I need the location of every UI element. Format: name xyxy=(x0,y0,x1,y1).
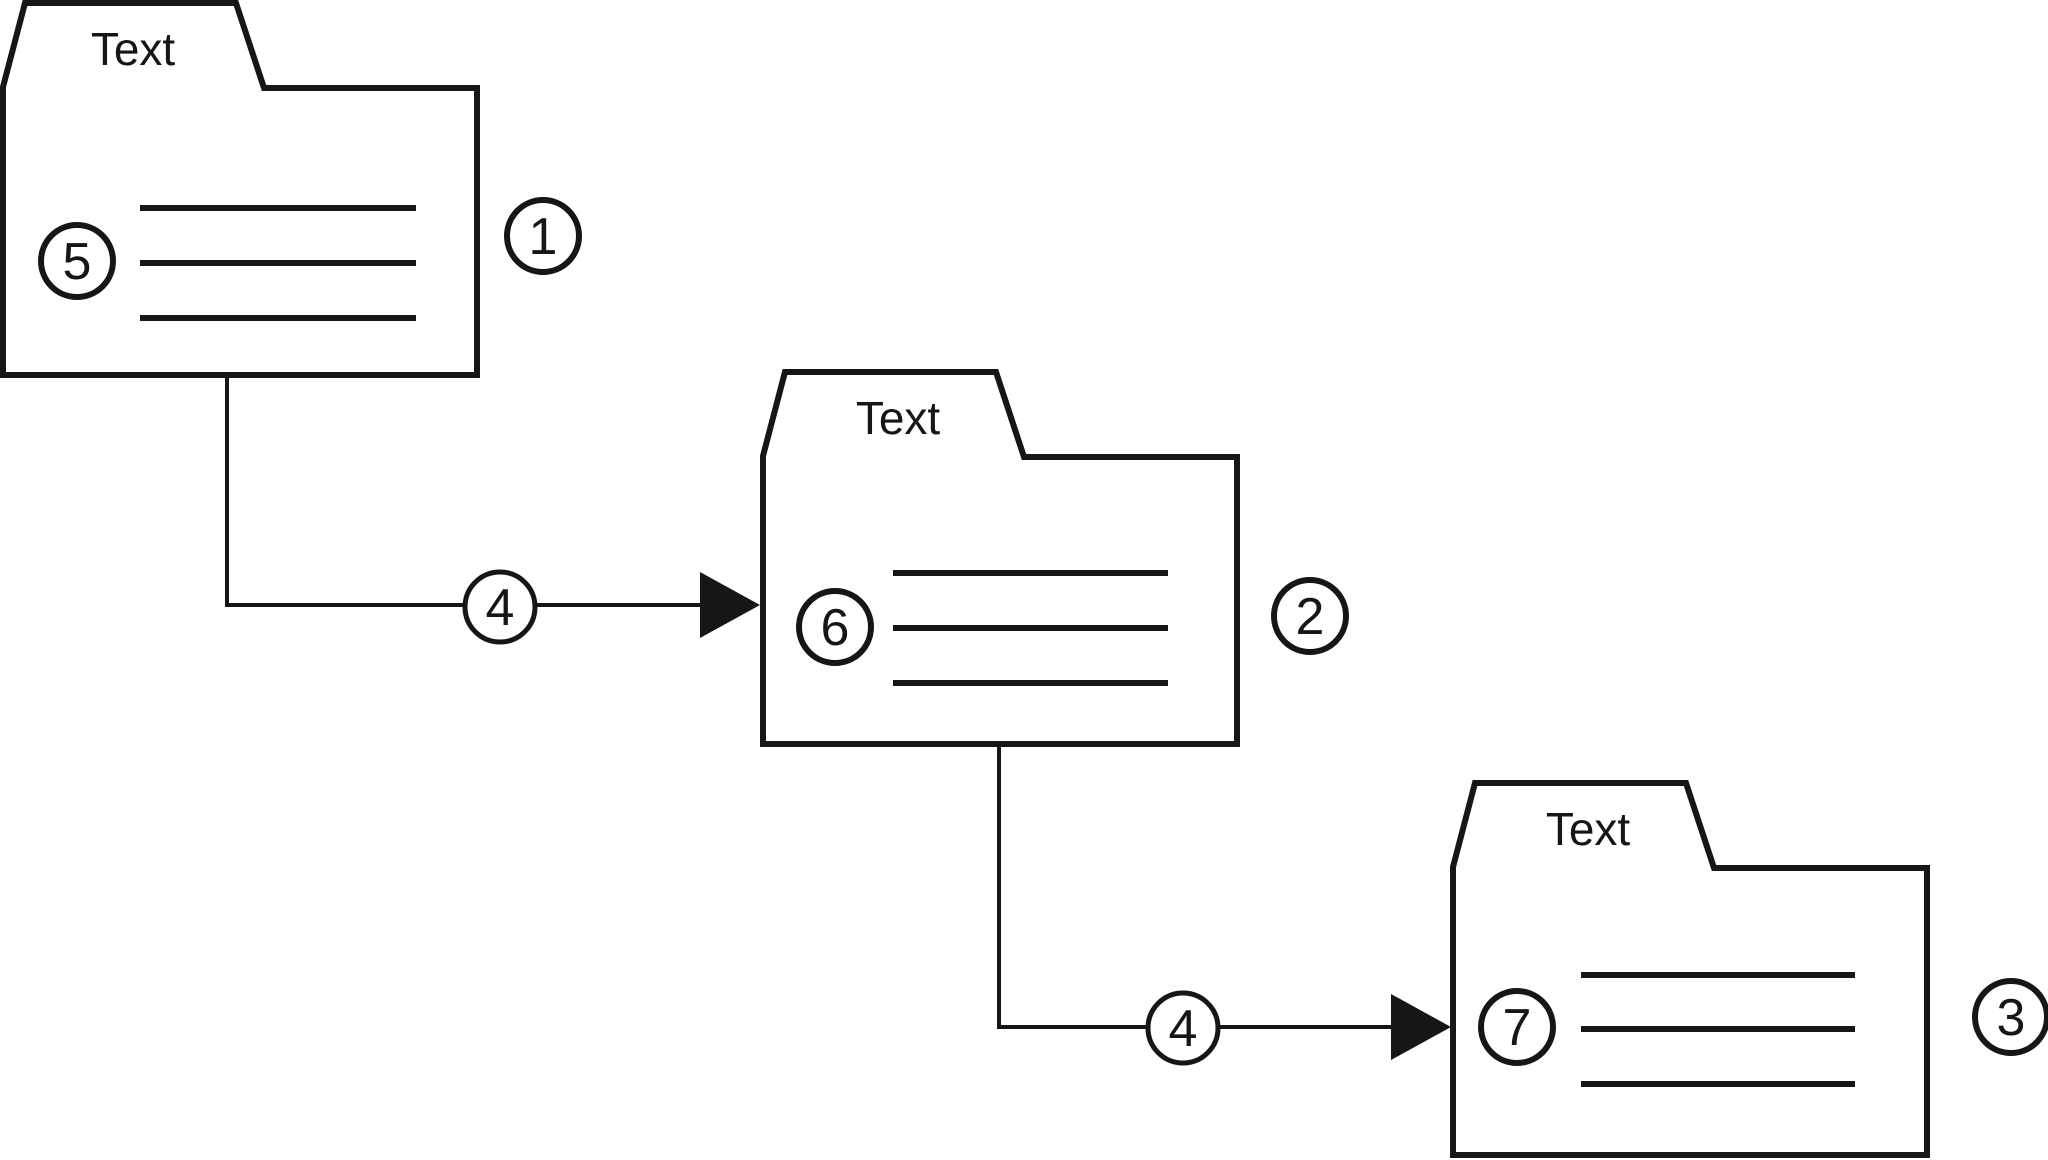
folder-tab-label: Text xyxy=(91,23,176,75)
inner-badge-circle xyxy=(796,588,874,666)
folder-tab-label: Text xyxy=(1546,803,1631,855)
connector-badge-label: 4 xyxy=(486,579,515,637)
folder-icon xyxy=(760,369,1240,747)
folder-icon xyxy=(0,0,480,378)
folder-node-3: Text 7 3 xyxy=(1450,780,2048,1158)
inner-badge-circle xyxy=(1478,988,1556,1066)
outer-badge: 2 xyxy=(1271,577,1349,655)
outer-badge-circle xyxy=(504,197,582,275)
inner-badge: 6 xyxy=(796,588,874,666)
outer-badge-circle xyxy=(1972,978,2048,1056)
folder-text-lines xyxy=(1581,972,1855,1087)
connector-badge-label: 4 xyxy=(1169,1000,1198,1058)
inner-badge-circle xyxy=(38,222,116,300)
outer-badge-label: 1 xyxy=(529,208,558,266)
inner-badge-label: 7 xyxy=(1503,999,1532,1057)
outer-badge-label: 3 xyxy=(1997,989,2026,1047)
folder-icon xyxy=(1450,780,1930,1158)
outer-badge-label: 2 xyxy=(1296,588,1325,646)
inner-badge: 5 xyxy=(38,222,116,300)
folder-text-lines xyxy=(140,205,416,321)
arrowhead-icon xyxy=(1391,994,1451,1060)
arrowhead-icon xyxy=(700,572,760,638)
inner-badge-label: 6 xyxy=(821,599,850,657)
connector-2-3: 4 xyxy=(997,745,1451,1066)
outer-badge: 3 xyxy=(1972,978,2048,1056)
connector-1-2: 4 xyxy=(225,375,760,645)
connector-badge-circle xyxy=(1145,990,1221,1066)
inner-badge: 7 xyxy=(1478,988,1556,1066)
folder-node-1: Text 5 1 xyxy=(0,0,582,378)
folder-node-2: Text 6 2 xyxy=(760,369,1349,747)
outer-badge: 1 xyxy=(504,197,582,275)
folder-text-lines xyxy=(893,570,1168,686)
connector-line xyxy=(225,375,702,607)
connector-badge-circle xyxy=(462,569,538,645)
outer-badge-circle xyxy=(1271,577,1349,655)
folder-tab-label: Text xyxy=(856,392,941,444)
inner-badge-label: 5 xyxy=(63,233,92,291)
connector-line xyxy=(997,745,1393,1029)
